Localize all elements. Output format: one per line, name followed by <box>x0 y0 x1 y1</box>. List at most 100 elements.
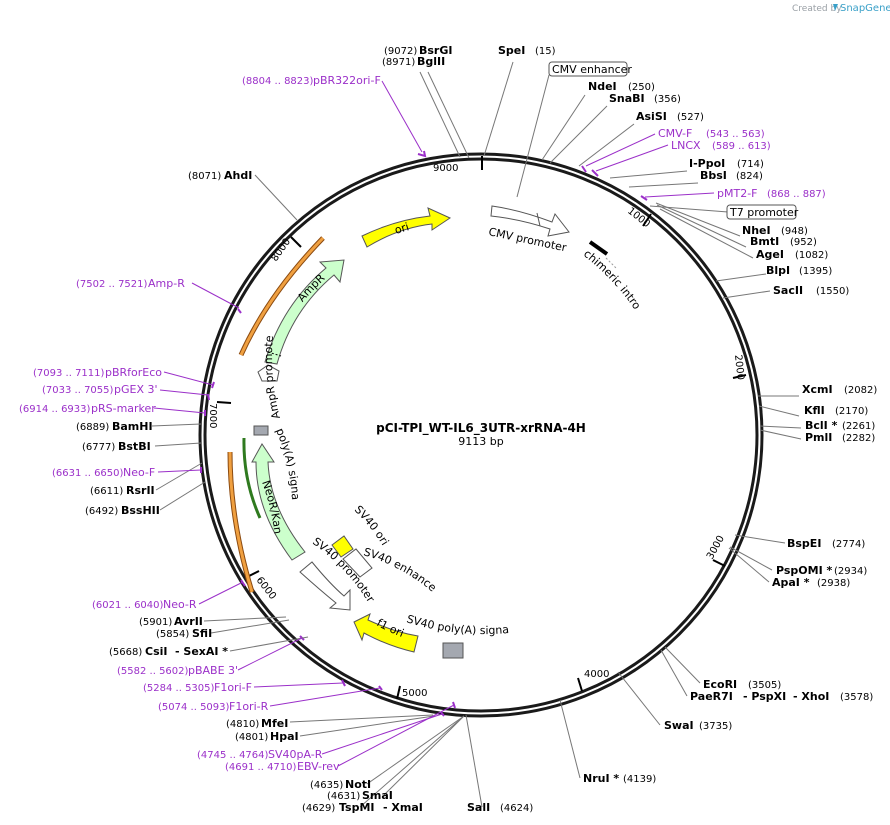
site-name-swai: SwaI <box>664 719 694 732</box>
plasmid-size: 9113 bp <box>458 435 503 448</box>
site-pos-bspei: (2774) <box>832 539 865 550</box>
site-pos-bcli: (2261) <box>842 421 875 432</box>
sv40-promoter-feature[interactable] <box>299 561 351 611</box>
polya-box-feature[interactable] <box>253 425 269 436</box>
site-leader-lines <box>151 61 802 808</box>
plasmid-name: pCI-TPI_WT-IL6_3UTR-xrRNA-4H <box>376 421 586 436</box>
site-name-snabi: SnaBI <box>609 92 645 105</box>
site-name-bglii: BglII <box>417 55 445 68</box>
site-name-asisi: AsiSI <box>636 110 667 123</box>
site-name-kfli: KflI <box>804 404 825 417</box>
site-name-bcli: BclI * <box>805 419 838 432</box>
site-name-nrui: NruI * <box>583 772 619 785</box>
sv40-ori-feature[interactable] <box>331 535 354 558</box>
site-pos-bsrgi: (9072) <box>384 46 417 57</box>
primer-name-prs-marker: pRS-marker <box>91 402 156 415</box>
site-pos-rsrii: (6611) <box>90 486 123 497</box>
t7-promoter-box <box>726 204 797 220</box>
snapgene-logo-icon <box>833 4 838 11</box>
primer-name-pgex3: pGEX 3' <box>114 383 158 396</box>
site-pos-bstbi: (6777) <box>82 442 115 453</box>
site-pos-sacii: (1550) <box>816 286 849 297</box>
sv40-enhancer-feature[interactable] <box>342 548 373 578</box>
site-pos-snabi: (356) <box>654 94 681 105</box>
site-name-bspei: BspEI <box>787 537 821 550</box>
site-pos-sfii: (5854) <box>156 629 189 640</box>
primer-name-pbr322ori-f: pBR322ori-F <box>313 74 381 87</box>
tick-3000: 3000 <box>705 534 727 562</box>
primer-range-neo-r: (6021 .. 6040) <box>92 600 164 611</box>
tick-7000: 7000 <box>207 403 218 428</box>
site-pos-paer7i: (3578) <box>840 692 873 703</box>
site-name-xmai: - XmaI <box>383 801 423 814</box>
site-name-ndei: NdeI <box>588 80 617 93</box>
site-name-sacii: SacII <box>773 284 803 297</box>
site-name-rsrii: RsrII <box>126 484 155 497</box>
primer-range-pbr322ori-f: (8804 .. 8823) <box>242 76 314 87</box>
primer-name-ebv-rev: EBV-rev <box>297 760 340 773</box>
primer-range-sv40pa-r: (4745 .. 4764) <box>197 750 269 761</box>
site-pos-agei: (1082) <box>795 250 828 261</box>
primer-range-pgex3: (7033 .. 7055) <box>42 385 114 396</box>
site-pos-smai: (4631) <box>327 791 360 802</box>
primer-name-sv40pa-r: SV40pA-R <box>268 748 323 761</box>
primer-name-pbrforeco: pBRforEco <box>105 366 162 379</box>
site-name-bsrgi: BsrGI <box>419 44 452 57</box>
site-name-bamhi: BamHI <box>112 420 153 433</box>
ori-label: ori <box>393 220 410 237</box>
ampr-promoter-feature[interactable] <box>257 364 280 382</box>
site-name-hpai: HpaI <box>270 730 299 743</box>
site-name-bstbi: BstBI <box>118 440 151 453</box>
snapgene-credit: Created by SnapGene <box>792 3 890 14</box>
site-pos-ahdi: (8071) <box>188 171 221 182</box>
primer-name-cmv-f: CMV-F <box>658 127 692 140</box>
tick-8000: 8000 <box>269 237 293 264</box>
site-pos-ndei: (250) <box>628 82 655 93</box>
primer-range-pbabe3: (5582 .. 5602) <box>117 666 189 677</box>
primer-name-neo-r: Neo-R <box>163 598 197 611</box>
site-pos-nhei: (948) <box>781 226 808 237</box>
cmv-promoter-feature[interactable] <box>490 205 570 237</box>
site-pos-csii: (5668) <box>109 647 142 658</box>
site-pos-xcmi: (2082) <box>844 385 877 396</box>
site-name-nhei: NheI <box>742 224 771 237</box>
site-pos-bsshii: (6492) <box>85 506 118 517</box>
f1-ori-feature[interactable] <box>353 613 419 653</box>
site-pos-mfei: (4810) <box>226 719 259 730</box>
site-pos-hpai: (4801) <box>235 732 268 743</box>
site-pos-i-ppoi: (714) <box>737 159 764 170</box>
site-pos-noti: (4635) <box>310 780 343 791</box>
cmv-enhancer-label: CMV enhancer <box>552 63 632 76</box>
site-pos-nrui: (4139) <box>623 774 656 785</box>
primer-range-cmv-f: (543 .. 563) <box>706 129 765 140</box>
site-pos-pmli: (2282) <box>842 433 875 444</box>
sv40-polya-label: SV40 poly(A) signal <box>0 0 509 637</box>
site-pos-bmti: (952) <box>790 237 817 248</box>
site-pos-avrii: (5901) <box>139 617 172 628</box>
site-name-blpi: BlpI <box>766 264 790 277</box>
site-name-i-ppoi: I-PpoI <box>689 157 725 170</box>
site-name-agei: AgeI <box>756 248 784 261</box>
chimeric-intron-feature[interactable] <box>588 240 609 256</box>
primer-leader-lines <box>153 80 715 767</box>
primer-range-pbrforeco: (7093 .. 7111) <box>33 368 105 379</box>
tick-4000: 4000 <box>584 669 609 680</box>
credit-prefix: Created by <box>792 4 842 14</box>
sv40-polya-feature[interactable] <box>442 642 464 659</box>
site-name-spei: SpeI <box>498 44 525 57</box>
site-pos-asisi: (527) <box>677 112 704 123</box>
ori-feature[interactable] <box>361 207 452 248</box>
t7-promoter-label: T7 promoter <box>729 206 799 219</box>
site-name-smai: SmaI <box>362 789 393 802</box>
site-name-pmli: PmlI <box>805 431 832 444</box>
primer-name-f1ori-f: F1ori-F <box>214 681 252 694</box>
neor-feature[interactable] <box>251 443 306 561</box>
primer-name-pbabe3: pBABE 3' <box>188 664 238 677</box>
site-pos-pspomi: (2934) <box>834 566 867 577</box>
site-pos-tspmi: (4629) <box>302 803 335 814</box>
site-name-avrii: AvrII <box>174 615 203 628</box>
primer-name-lncx: LNCX <box>671 139 701 152</box>
ampr-feature[interactable] <box>264 259 345 365</box>
primer-range-pmt2-f: (868 .. 887) <box>767 189 826 200</box>
